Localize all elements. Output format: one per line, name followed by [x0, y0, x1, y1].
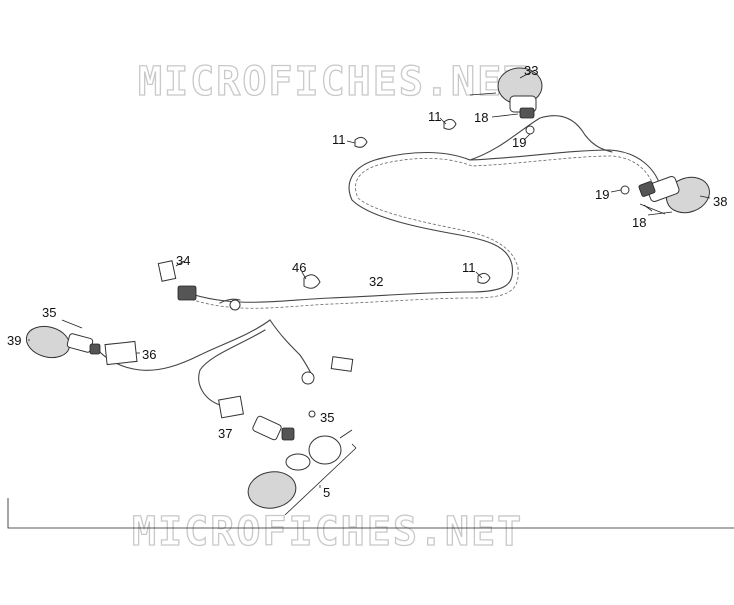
callout-11: 11: [332, 132, 346, 147]
callout-18: 18: [632, 215, 646, 230]
callout-11: 11: [462, 260, 476, 275]
turn-signal-39: [25, 319, 101, 359]
clip-46: [301, 271, 321, 289]
callout-32: 32: [369, 274, 383, 289]
callout-36: 36: [142, 347, 156, 362]
turn-signal-5: [218, 395, 357, 516]
watermark-top: MICROFICHES.NET: [138, 59, 529, 105]
wiring-harness-32: [97, 115, 661, 406]
ground-terminal: [301, 356, 354, 385]
frame-line: [7, 498, 734, 529]
clip-11-a: [346, 136, 368, 148]
callout-34: 34: [176, 253, 190, 268]
callout-46: 46: [292, 260, 306, 275]
callout-11: 11: [428, 109, 442, 124]
callout-18: 18: [474, 110, 488, 125]
clip-11-b: [439, 117, 457, 130]
callout-35: 35: [320, 410, 334, 425]
callout-37: 37: [218, 426, 232, 441]
turn-signal-33: [469, 67, 543, 141]
callout-19: 19: [595, 187, 609, 202]
connector-34: [157, 260, 241, 311]
callout-35: 35: [42, 305, 56, 320]
turn-signal-38: [610, 176, 711, 216]
callout-19: 19: [512, 135, 526, 150]
connector-36: [104, 340, 140, 366]
callout-5: 5: [323, 485, 330, 500]
callout-39: 39: [7, 333, 21, 348]
watermark-bottom: MICROFICHES.NET: [132, 509, 523, 555]
clip-11-c: [475, 271, 491, 284]
callout-33: 33: [524, 63, 538, 78]
callout-38: 38: [713, 194, 727, 209]
